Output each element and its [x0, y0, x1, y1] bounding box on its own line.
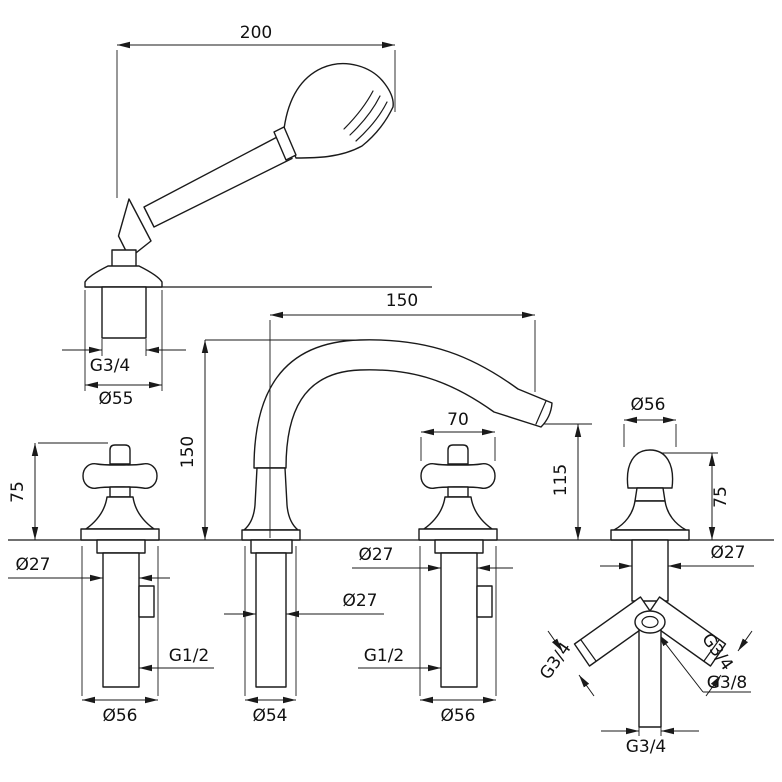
label-diverter-left-arm-thread: G3/4 [536, 639, 576, 684]
right-valve [418, 444, 498, 688]
dim-left-valve-shank-diameter: Ø27 [15, 555, 50, 575]
spray-face-line [343, 90, 374, 130]
left-valve-flange [80, 528, 160, 541]
dim-left-valve-flange-diameter: Ø56 [102, 706, 137, 726]
dim-diverter-height: 75 [711, 486, 731, 508]
dim-handshower-length: 200 [240, 23, 272, 43]
dim-spout-shank-diameter: Ø27 [342, 591, 377, 611]
dim-outlet-height: 115 [551, 464, 571, 496]
diverter-flange [610, 529, 690, 541]
diverter [573, 449, 727, 728]
left-valve-cap [109, 444, 131, 465]
right-valve-cross-handle [420, 463, 496, 489]
dim-spout-reach: 150 [386, 291, 418, 311]
left-valve-cross-handle [82, 463, 158, 489]
left-valve-nut [96, 539, 146, 554]
handshower-collar [273, 126, 297, 161]
right-valve-flange [418, 528, 498, 541]
right-valve-neck [447, 486, 469, 498]
diverter-shank [631, 539, 669, 602]
dim-handshower-base-diameter: Ø55 [98, 389, 133, 409]
left-valve-shank [102, 552, 140, 688]
left-valve-side-port [138, 585, 155, 618]
dim-diverter-shank-diameter: Ø27 [710, 543, 745, 563]
spout-tube [253, 339, 553, 469]
label-left-valve-thread: G1/2 [169, 646, 210, 666]
left-arm-coupling-line [580, 639, 597, 662]
handshower-head [283, 63, 394, 159]
spout-outlet-line [535, 400, 547, 425]
left-valve [80, 444, 160, 688]
label-diverter-bottom-thread: G3/4 [626, 737, 667, 757]
handshower-base-flange [84, 265, 163, 288]
diverter-front-port [634, 610, 666, 634]
spout [241, 320, 553, 688]
diverter-front-port-inner [641, 615, 659, 629]
right-valve-shank [440, 552, 478, 688]
handshower-base-body [101, 286, 147, 339]
dim-left-handle-height: 75 [8, 481, 28, 503]
right-valve-cap [447, 444, 469, 465]
diverter-neck [634, 487, 666, 502]
spout-base [243, 467, 299, 531]
dim-spout-height: 150 [178, 436, 198, 468]
right-arm-coupling-line [703, 639, 720, 662]
spout-flange [241, 529, 301, 541]
right-valve-bell [423, 496, 493, 530]
diverter-bell [613, 500, 687, 531]
dim-right-valve-flange-diameter: Ø56 [440, 706, 475, 726]
dim-spout-flange-diameter: Ø54 [252, 706, 287, 726]
dimension-lines [8, 41, 774, 736]
dim-right-valve-shank-diameter: Ø27 [358, 545, 393, 565]
dim-handle-width: 70 [447, 410, 469, 430]
dim-diverter-top-diameter: Ø56 [630, 395, 665, 415]
spray-face-line [355, 101, 388, 142]
spout-shank [255, 552, 287, 688]
right-valve-nut [434, 539, 484, 554]
spray-face-line [349, 95, 381, 136]
right-valve-side-port [476, 585, 493, 618]
diverter-bottom-pipe [638, 629, 662, 728]
label-diverter-outlet-thread: G3/8 [707, 673, 748, 693]
handshower-handle [143, 134, 293, 228]
handshower [84, 63, 394, 339]
diverter-knob [626, 449, 674, 489]
label-handshower-thread: G3/4 [90, 356, 131, 376]
left-valve-neck [109, 486, 131, 498]
left-valve-bell [85, 496, 155, 530]
label-right-valve-thread: G1/2 [364, 646, 405, 666]
spout-mounting-nut [250, 539, 293, 554]
